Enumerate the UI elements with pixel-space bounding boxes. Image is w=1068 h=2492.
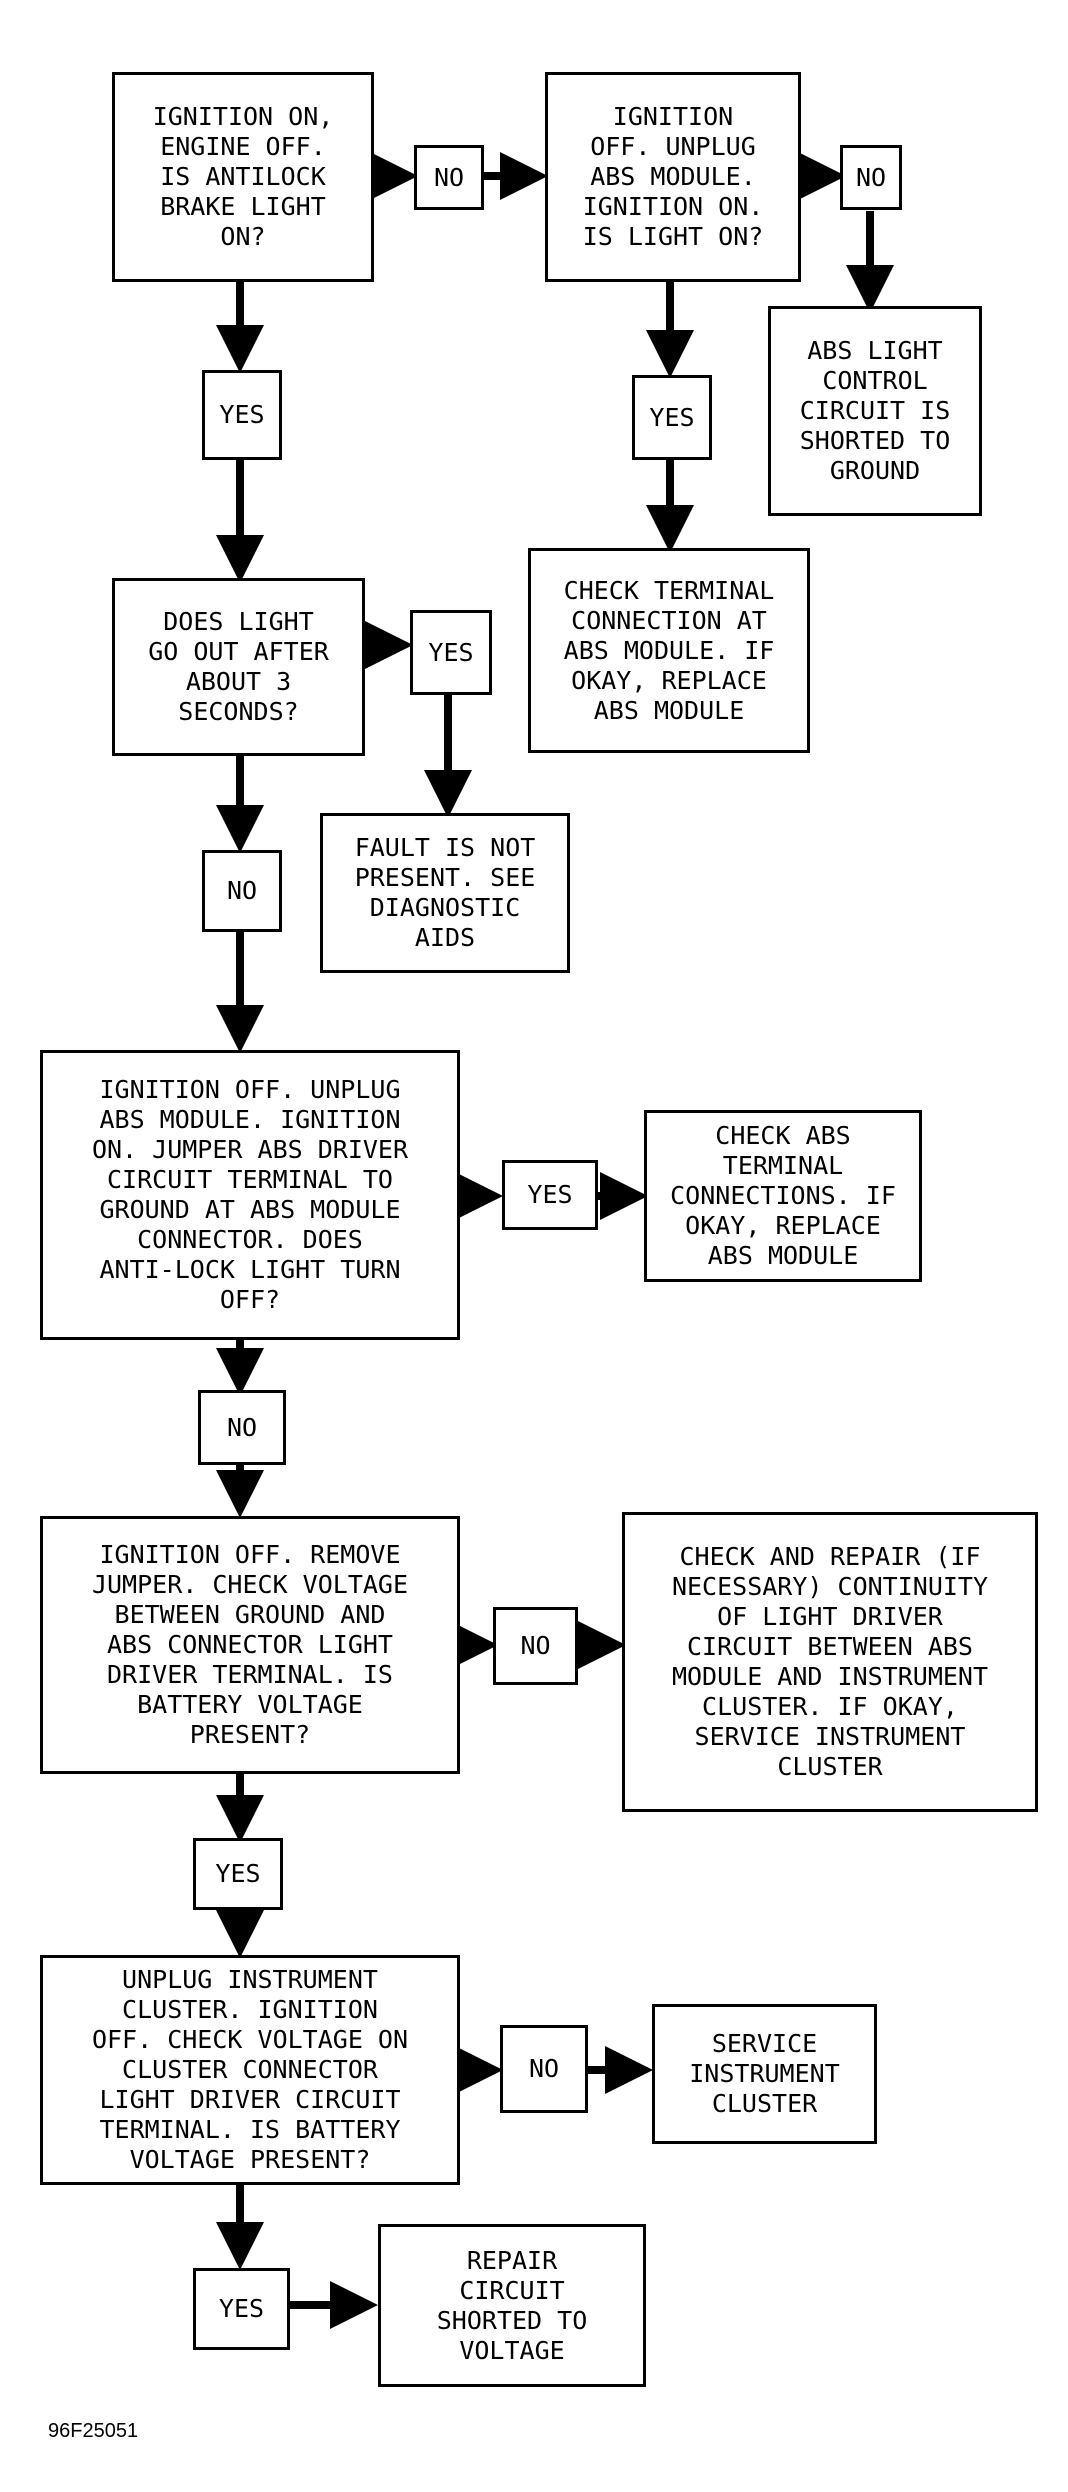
- q5-yes-label: YES: [193, 1838, 283, 1910]
- q1-yes-label: YES: [202, 370, 282, 460]
- q5-no-label: NO: [493, 1607, 578, 1685]
- q5-check-battery-voltage: IGNITION OFF. REMOVE JUMPER. CHECK VOLTA…: [40, 1516, 460, 1774]
- q2-yes-label: YES: [632, 375, 712, 460]
- q1-no-label: NO: [414, 145, 484, 210]
- q4-yes-label: YES: [502, 1160, 598, 1230]
- result-check-terminal-connection: CHECK TERMINAL CONNECTION AT ABS MODULE.…: [528, 548, 810, 753]
- q4-jumper-driver-circuit: IGNITION OFF. UNPLUG ABS MODULE. IGNITIO…: [40, 1050, 460, 1340]
- result-fault-not-present: FAULT IS NOT PRESENT. SEE DIAGNOSTIC AID…: [320, 813, 570, 973]
- q3-no-label: NO: [202, 850, 282, 932]
- q6-no-label: NO: [500, 2025, 588, 2113]
- q3-yes-label: YES: [410, 610, 492, 695]
- q2-light-on-module-unplugged: IGNITION OFF. UNPLUG ABS MODULE. IGNITIO…: [545, 72, 801, 282]
- q3-light-out-after-3s: DOES LIGHT GO OUT AFTER ABOUT 3 SECONDS?: [112, 578, 365, 756]
- result-shorted-to-ground: ABS LIGHT CONTROL CIRCUIT IS SHORTED TO …: [768, 306, 982, 516]
- result-service-instrument-cluster: SERVICE INSTRUMENT CLUSTER: [652, 2004, 877, 2144]
- q1-antilock-light-on: IGNITION ON, ENGINE OFF. IS ANTILOCK BRA…: [112, 72, 374, 282]
- q2-no-label: NO: [840, 145, 902, 210]
- q6-unplug-instrument-cluster: UNPLUG INSTRUMENT CLUSTER. IGNITION OFF.…: [40, 1955, 460, 2185]
- q4-no-label: NO: [198, 1390, 286, 1465]
- q6-yes-label: YES: [193, 2268, 290, 2350]
- result-repair-shorted-to-voltage: REPAIR CIRCUIT SHORTED TO VOLTAGE: [378, 2224, 646, 2387]
- result-check-repair-continuity: CHECK AND REPAIR (IF NECESSARY) CONTINUI…: [622, 1512, 1038, 1812]
- figure-id: 96F25051: [48, 2420, 139, 2442]
- result-check-abs-terminal-connections: CHECK ABS TERMINAL CONNECTIONS. IF OKAY,…: [644, 1110, 922, 1282]
